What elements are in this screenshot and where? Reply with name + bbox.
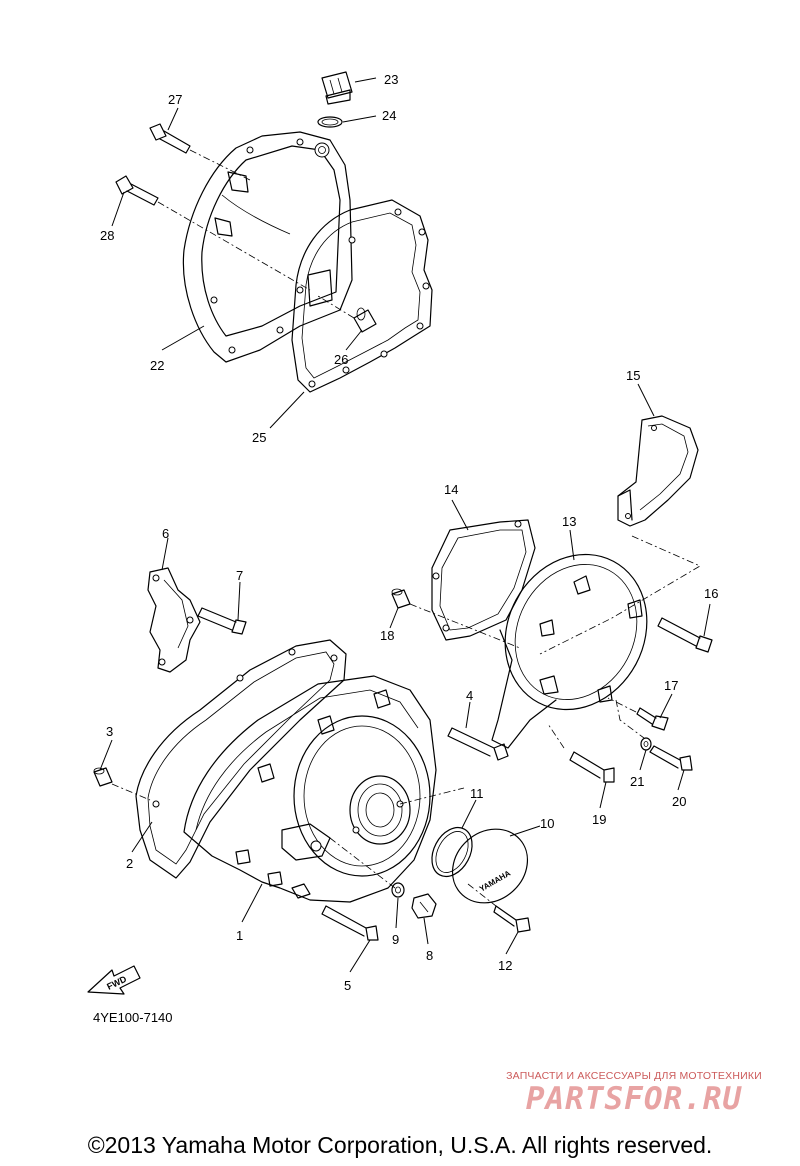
part-13-generator-cover xyxy=(491,535,701,749)
part-5-bolt xyxy=(321,905,379,941)
callout-28: 28 xyxy=(100,228,114,243)
callout-1: 1 xyxy=(236,928,243,943)
callout-17: 17 xyxy=(664,678,678,693)
part-26-dowel-pin xyxy=(317,295,377,333)
callout-8: 8 xyxy=(426,948,433,963)
callout-20: 20 xyxy=(672,794,686,809)
fwd-label: FWD xyxy=(105,974,128,992)
part-10-emblem-cover: YAMAHA xyxy=(451,828,529,904)
part-27-bolt xyxy=(149,123,251,181)
callout-27: 27 xyxy=(168,92,182,107)
part-15-guard xyxy=(617,415,699,527)
callout-7: 7 xyxy=(236,568,243,583)
part-21-washer xyxy=(615,699,652,751)
part-24-o-ring xyxy=(317,116,343,128)
callout-9: 9 xyxy=(392,932,399,947)
cover-emblem-text: YAMAHA xyxy=(478,869,512,894)
diagram-code: 4YE100-7140 xyxy=(93,1010,173,1025)
callout-22: 22 xyxy=(150,358,164,373)
part-22-crankcase-cover-housing xyxy=(182,131,353,363)
part-1-crankcase-cover xyxy=(183,675,465,903)
callout-24: 24 xyxy=(382,108,396,123)
watermark: ЗАПЧАСТИ И АКСЕССУАРЫ ДЛЯ МОТОТЕХНИКИ PA… xyxy=(488,1070,780,1116)
callout-26: 26 xyxy=(334,352,348,367)
callout-21: 21 xyxy=(630,774,644,789)
callout-19: 19 xyxy=(592,812,606,827)
part-9-washer xyxy=(391,882,405,898)
callout-6: 6 xyxy=(162,526,169,541)
callout-11: 11 xyxy=(470,786,484,801)
part-8-plug xyxy=(411,893,437,919)
callout-labels: 1 2 3 4 5 6 7 8 9 10 11 12 13 14 15 16 1… xyxy=(100,72,718,993)
leader-lines xyxy=(99,77,711,973)
callout-5: 5 xyxy=(344,978,351,993)
callout-23: 23 xyxy=(384,72,398,87)
callout-12: 12 xyxy=(498,958,512,973)
part-7-bolt xyxy=(197,607,247,635)
part-6-bracket xyxy=(147,567,201,673)
part-23-oil-filler-plug xyxy=(321,71,353,105)
callout-25: 25 xyxy=(252,430,266,445)
part-3-dowel xyxy=(93,767,151,801)
callout-2: 2 xyxy=(126,856,133,871)
watermark-brand-logo: PARTSFOR.RU xyxy=(525,1081,743,1117)
part-25-gasket xyxy=(291,199,433,393)
part-2-gasket xyxy=(135,639,347,879)
part-28-bolt xyxy=(115,175,311,291)
part-18-dowel xyxy=(391,588,521,649)
callout-13: 13 xyxy=(562,514,576,529)
watermark-tagline: ЗАПЧАСТИ И АКСЕССУАРЫ ДЛЯ МОТОТЕХНИКИ xyxy=(506,1070,762,1082)
part-14-gasket xyxy=(431,519,536,641)
part-4-bolt xyxy=(447,727,509,761)
part-16-bolt xyxy=(657,617,713,653)
part-20-bolt xyxy=(649,745,693,771)
callout-16: 16 xyxy=(704,586,718,601)
copyright-notice: ©2013 Yamaha Motor Corporation, U.S.A. A… xyxy=(87,1132,713,1158)
part-19-bolt xyxy=(547,723,615,783)
part-11-o-ring xyxy=(431,826,473,878)
fwd-arrow-icon: FWD xyxy=(87,965,141,995)
callout-3: 3 xyxy=(106,724,113,739)
callout-18: 18 xyxy=(380,628,394,643)
callout-14: 14 xyxy=(444,482,458,497)
part-12-screw xyxy=(467,883,531,933)
callout-15: 15 xyxy=(626,368,640,383)
callout-10: 10 xyxy=(540,816,554,831)
part-17-bolt xyxy=(607,697,669,731)
callout-4: 4 xyxy=(466,688,473,703)
